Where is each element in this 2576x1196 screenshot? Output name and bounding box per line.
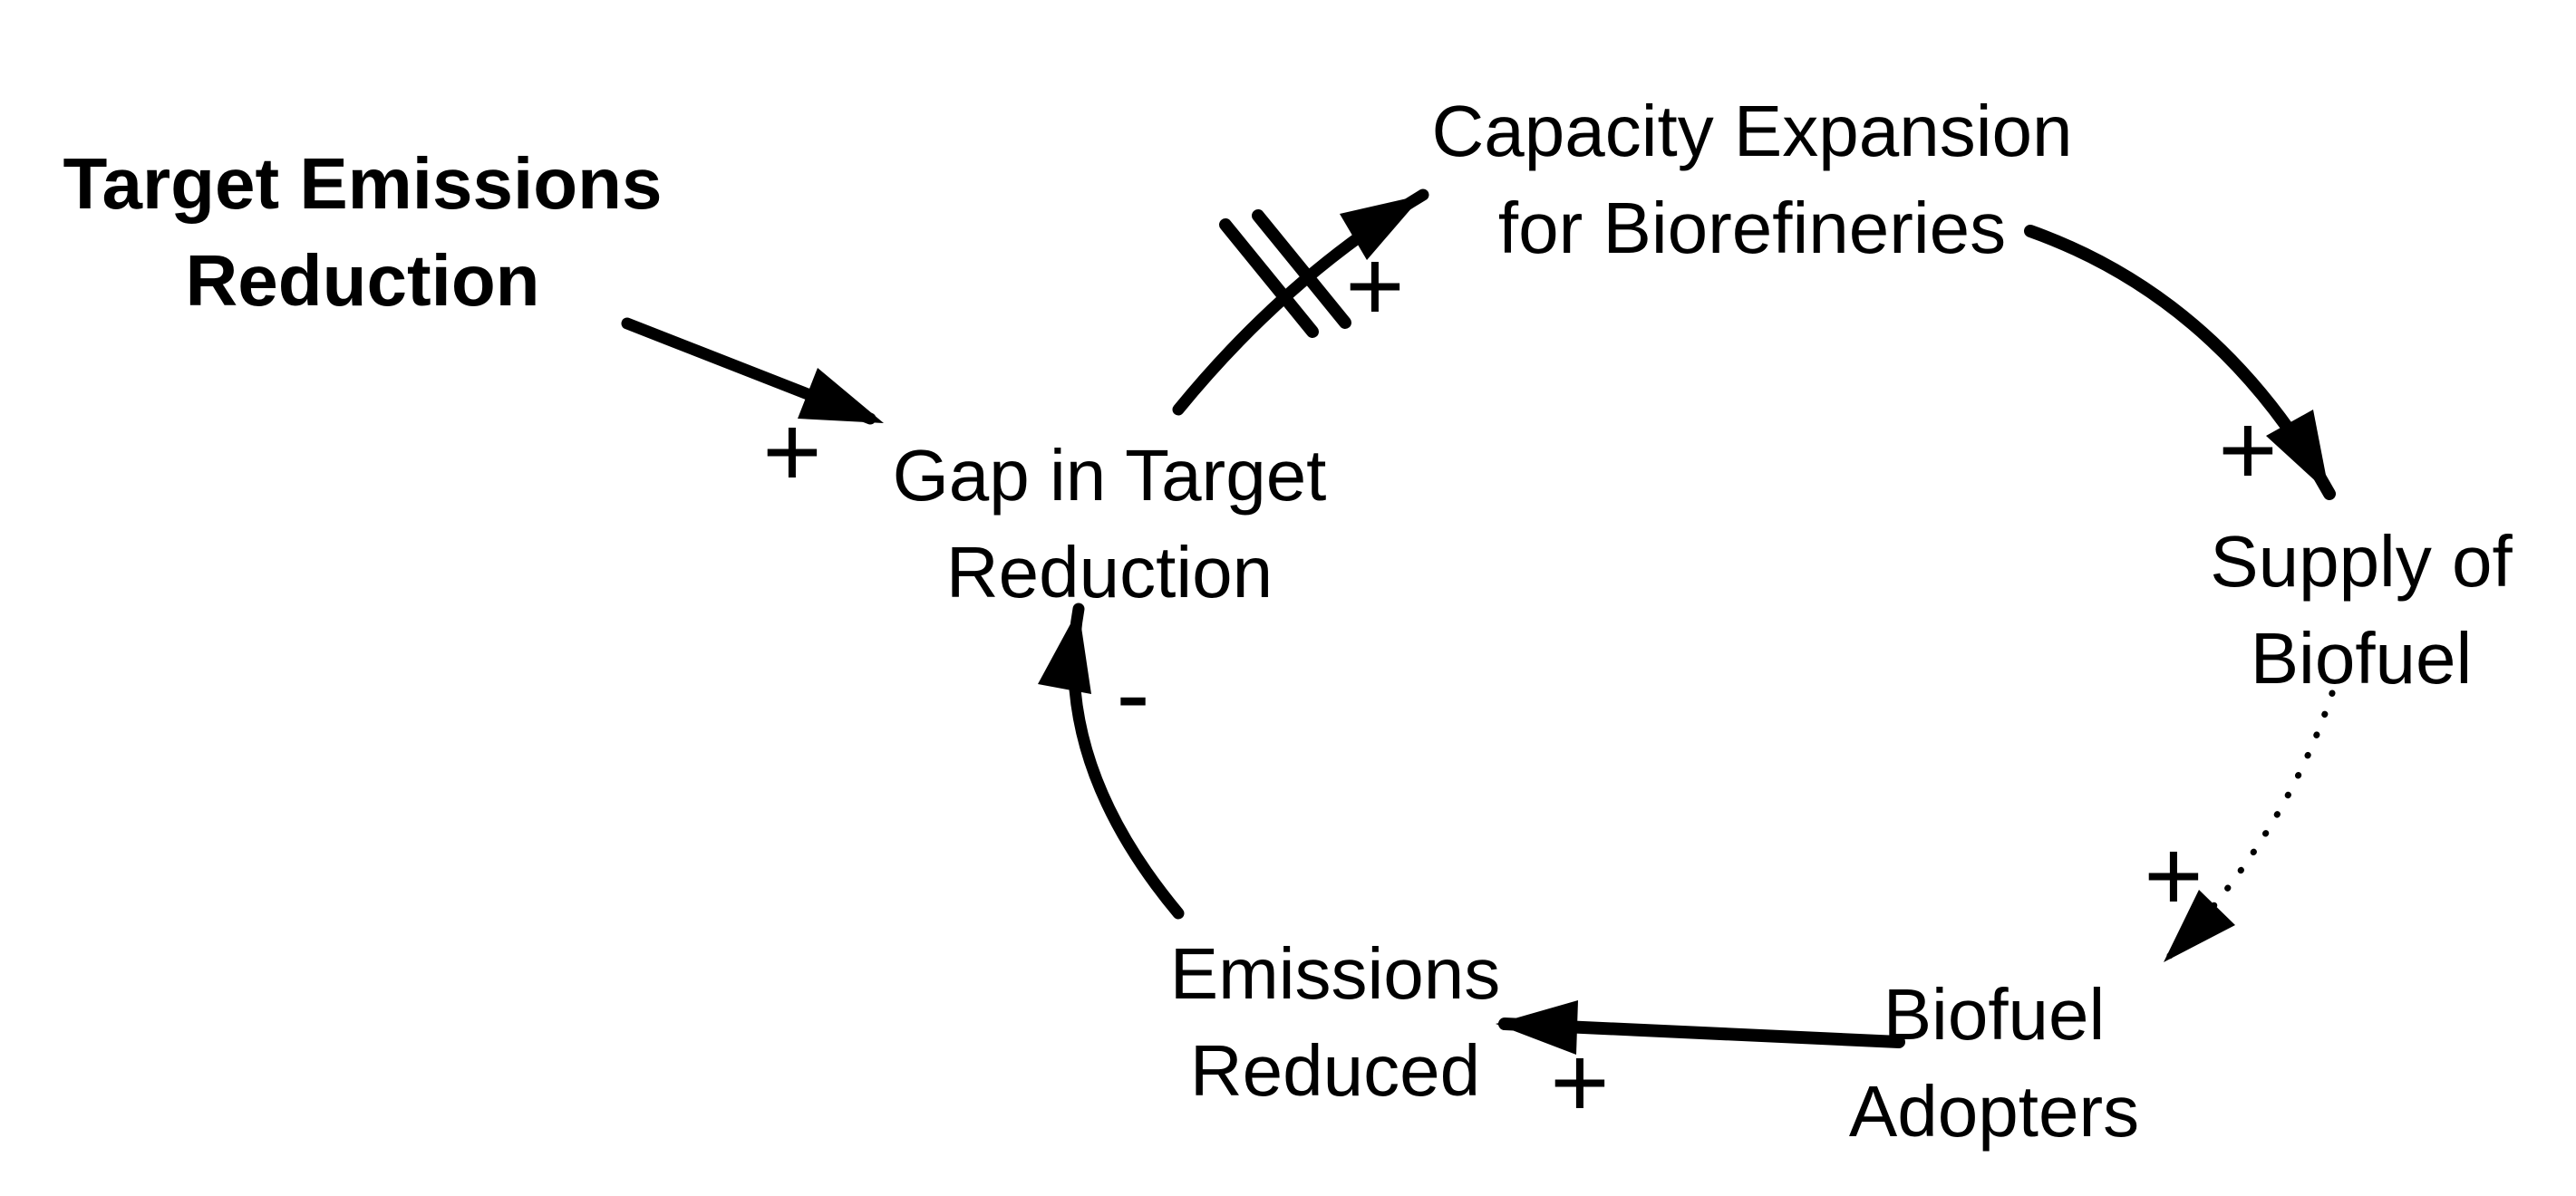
delay-mark-1 bbox=[1219, 218, 1319, 338]
node-target-emissions-reduction: Target Emissions Reduction bbox=[0, 135, 770, 329]
node-label-line: Biofuel bbox=[1883, 974, 2106, 1055]
delay-mark-2 bbox=[1252, 209, 1351, 329]
polarity-sign-target-to-gap: + bbox=[762, 395, 822, 508]
polarity-sign-supply-to-adopters: + bbox=[2144, 819, 2203, 932]
node-label-line: Gap in Target bbox=[892, 435, 1327, 516]
node-label-line: for Biorefineries bbox=[1497, 188, 2007, 268]
node-label-line: Reduced bbox=[1189, 1030, 1481, 1111]
node-gap-in-target-reduction: Gap in Target Reduction bbox=[702, 427, 1517, 621]
arrowhead-adopters-to-emissions bbox=[1496, 1000, 1578, 1055]
polarity-sign-capacity-to-supply: + bbox=[2218, 393, 2278, 506]
node-label-line: Reduction bbox=[185, 240, 540, 321]
node-biofuel-adopters: Biofuel Adopters bbox=[1586, 966, 2402, 1160]
node-label-line: Reduction bbox=[945, 532, 1273, 612]
arrowhead-gap-to-capacity bbox=[1340, 195, 1423, 260]
node-label-line: Biofuel bbox=[2250, 618, 2473, 699]
arrow-supply-to-adopters bbox=[2160, 690, 2336, 966]
polarity-sign-emissions-to-gap: - bbox=[1116, 637, 1150, 750]
node-label-line: Supply of bbox=[2210, 521, 2513, 602]
arrowhead-supply-to-adopters bbox=[2164, 890, 2235, 962]
arrowhead-target-to-gap bbox=[798, 368, 884, 423]
node-supply-of-biofuel: Supply of Biofuel bbox=[1953, 513, 2576, 707]
arrowhead-emissions-to-gap bbox=[1038, 609, 1091, 694]
arrowhead-capacity-to-supply bbox=[2266, 410, 2329, 494]
node-emissions-reduced: Emissions Reduced bbox=[927, 925, 1743, 1119]
node-capacity-expansion: Capacity Expansion for Biorefineries bbox=[1344, 82, 2160, 276]
polarity-sign-adopters-to-emissions: + bbox=[1550, 1026, 1610, 1139]
node-label-line: Emissions bbox=[1169, 933, 1501, 1014]
node-label-line: Adopters bbox=[1848, 1071, 2140, 1152]
polarity-sign-gap-to-capacity: + bbox=[1345, 229, 1405, 342]
node-label-line: Capacity Expansion bbox=[1431, 91, 2073, 171]
node-label-line: Target Emissions bbox=[63, 143, 663, 224]
